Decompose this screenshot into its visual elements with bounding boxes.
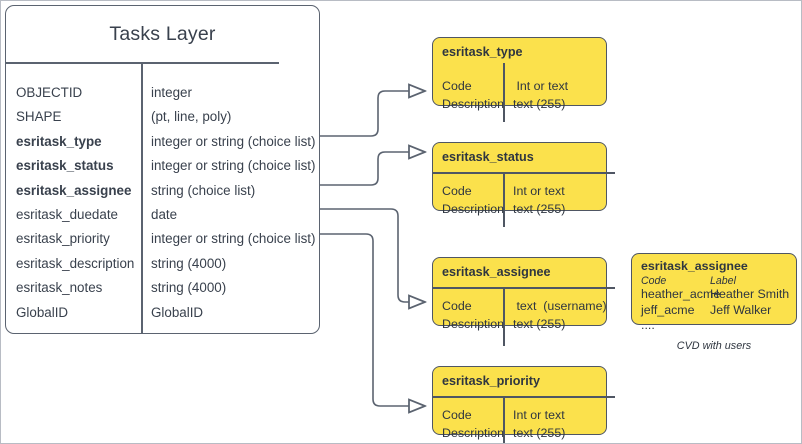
domain-field-names: Code Description — [442, 299, 504, 331]
field-type: string (4000) — [151, 280, 227, 296]
domain-box-esritask-assignee[interactable]: esritask_assignee Code Description text … — [432, 257, 615, 346]
table-row[interactable]: esritask_priority integer or string (choi… — [6, 231, 319, 255]
cvd-box-esritask-assignee[interactable]: esritask_assignee Code Label heather_acm… — [631, 253, 797, 332]
domain-field-types: Int or text text (255) — [513, 408, 566, 440]
table-row[interactable]: esritask_description string (4000) — [6, 256, 319, 280]
cvd-header-code: Code — [641, 275, 667, 287]
field-name: esritask_status — [16, 158, 114, 174]
field-name: SHAPE — [16, 109, 62, 125]
domain-title: esritask_type — [442, 45, 523, 59]
domain-field-types: Int or text text (255) — [513, 184, 566, 216]
table-row[interactable]: esritask_notes string (4000) — [6, 280, 319, 304]
domain-title-divider — [432, 396, 615, 398]
domain-column-divider — [503, 397, 505, 443]
cvd-header-label: Label — [710, 275, 736, 287]
column-divider — [141, 63, 143, 334]
field-type: integer — [151, 85, 192, 100]
table-row[interactable]: esritask_status integer or string (choice… — [6, 158, 319, 182]
domain-box-esritask-priority[interactable]: esritask_priority Code Description Int o… — [432, 366, 615, 443]
field-type: date — [151, 206, 178, 222]
field-type: integer or string (choice list) — [151, 158, 316, 174]
domain-field-names: Code Description — [442, 184, 504, 216]
domain-column-divider — [503, 288, 505, 346]
domain-field-types: Int or text text (255) — [513, 79, 569, 111]
domain-title-divider — [432, 172, 615, 174]
field-name: esritask_duedate — [16, 206, 118, 222]
domain-column-divider — [503, 173, 505, 227]
field-name: esritask_type — [16, 133, 102, 149]
field-type: string (4000) — [151, 255, 227, 271]
field-name: esritask_assignee — [16, 182, 132, 198]
table-row[interactable]: SHAPE (pt, line, poly) — [6, 109, 319, 133]
domain-box-esritask-type[interactable]: esritask_type Code Description Int or te… — [432, 37, 607, 122]
table-row[interactable]: OBJECTID integer — [6, 85, 319, 109]
table-row[interactable]: esritask_duedate date — [6, 207, 319, 231]
field-type: integer or string (choice list) — [151, 231, 316, 247]
connector-type — [320, 91, 425, 137]
title-divider — [5, 62, 279, 64]
domain-title-divider — [432, 287, 615, 289]
connector-status — [320, 152, 425, 186]
cvd-codes: heather_acme jeff_acme .... — [641, 287, 721, 332]
cvd-labels: Heather Smith Jeff Walker — [710, 287, 790, 317]
page-title: Tasks Layer — [109, 23, 216, 45]
field-type: GlobalID — [151, 304, 204, 320]
table-row[interactable]: GlobalID GlobalID — [6, 305, 319, 329]
field-type: integer or string (choice list) — [151, 133, 316, 149]
domain-title: esritask_priority — [442, 374, 541, 388]
domain-title: esritask_assignee — [442, 265, 551, 279]
domain-field-types: text (username) text (255) — [513, 299, 607, 331]
domain-title: esritask_status — [442, 150, 534, 164]
cvd-title: esritask_assignee — [641, 259, 748, 273]
domain-box-esritask-status[interactable]: esritask_status Code Description Int or … — [432, 142, 615, 227]
cvd-caption: CVD with users — [676, 340, 752, 352]
field-name: esritask_notes — [16, 280, 103, 296]
connector-assignee — [320, 208, 425, 302]
field-name: esritask_description — [16, 255, 135, 271]
table-row[interactable]: esritask_assignee string (choice list) — [6, 183, 319, 207]
domain-field-names: Code Description — [442, 408, 504, 440]
field-name: esritask_priority — [16, 231, 110, 247]
table-row[interactable]: esritask_type integer or string (choice l… — [6, 134, 319, 158]
field-name: OBJECTID — [16, 85, 83, 100]
domain-column-divider — [503, 63, 505, 122]
field-name: GlobalID — [16, 304, 69, 320]
domain-field-names: Code Description — [442, 79, 504, 111]
field-type: (pt, line, poly) — [151, 109, 232, 125]
connector-priority — [320, 233, 425, 406]
field-type: string (choice list) — [151, 182, 256, 198]
